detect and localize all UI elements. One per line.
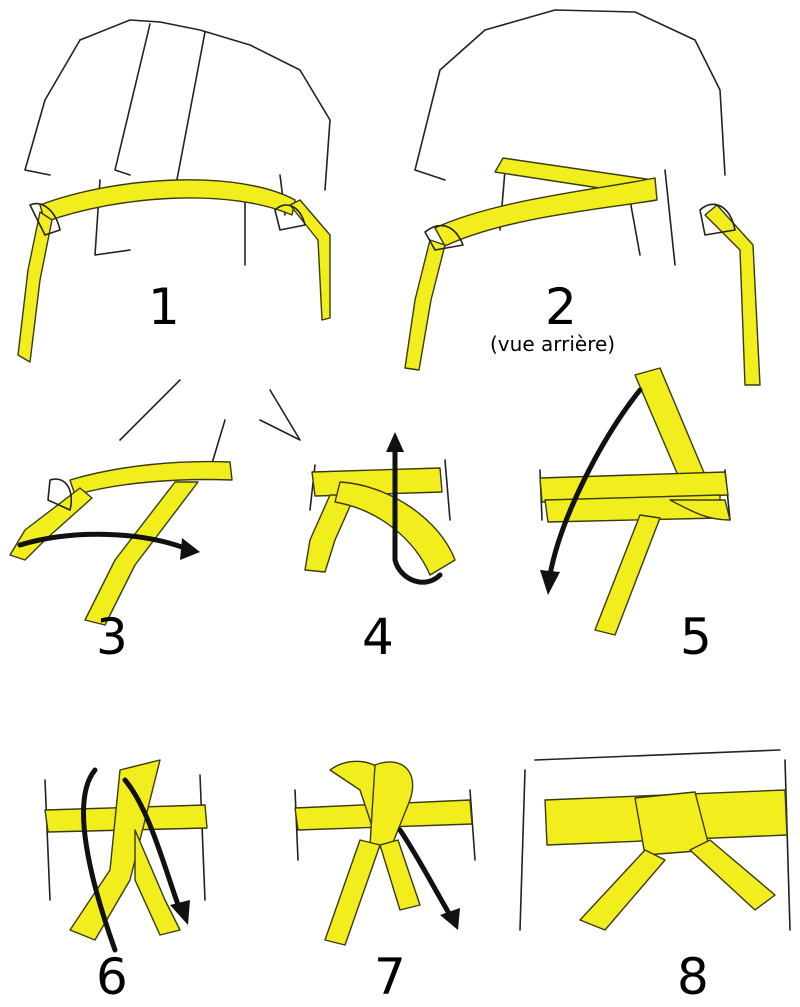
step-7-illustration: 7 <box>280 720 510 1007</box>
step-8-illustration: 8 <box>515 700 800 1007</box>
step-4-number: 4 <box>362 608 394 666</box>
step-5-illustration: 5 <box>520 360 800 670</box>
step-3-illustration: 3 <box>0 379 301 670</box>
step-6-drawing <box>44 759 208 953</box>
step-2-drawing <box>404 9 761 386</box>
step-6-number: 6 <box>96 948 128 1006</box>
step-5-drawing <box>539 367 731 636</box>
step-1-drawing <box>17 19 331 363</box>
step-4-illustration: 4 <box>300 410 515 670</box>
step-6-illustration: 6 <box>0 700 260 1007</box>
step-1-illustration: 1 <box>0 0 380 370</box>
step-8-drawing <box>519 749 791 931</box>
step-7-number: 7 <box>374 948 406 1006</box>
step-3-number: 3 <box>96 608 128 666</box>
step-2-illustration: 2 (vue arrière) <box>395 0 800 400</box>
step-7-drawing <box>294 760 476 946</box>
step-1-number: 1 <box>148 278 180 336</box>
step-8-number: 8 <box>677 948 709 1006</box>
step-2-number: 2 <box>545 278 577 336</box>
step-5-number: 5 <box>680 608 712 666</box>
step-4-drawing <box>304 432 456 585</box>
step-2-note: (vue arrière) <box>490 332 616 356</box>
step-3-drawing <box>9 379 301 626</box>
